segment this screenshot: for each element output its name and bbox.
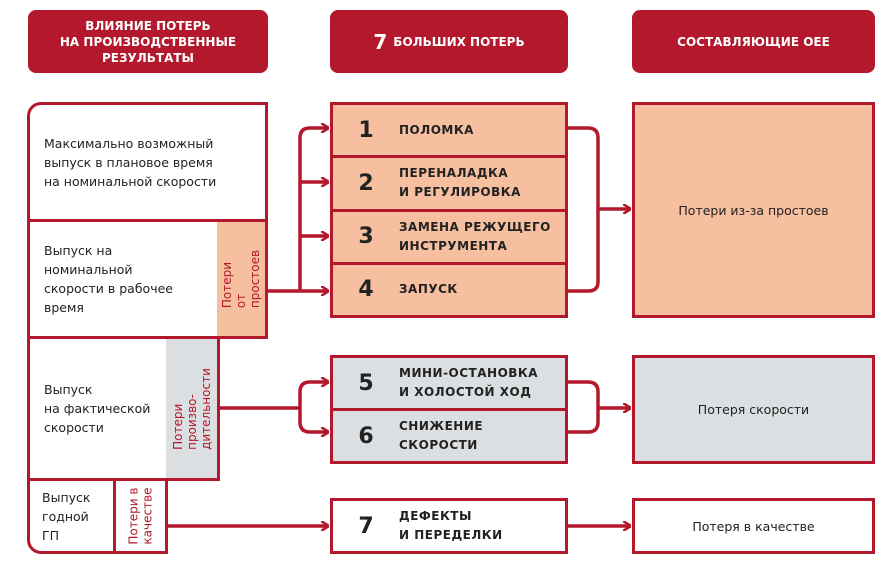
output-good-product-label: Выпуск годной ГП (42, 489, 91, 543)
oee-quality-loss: Потеря в качестве (632, 498, 875, 554)
loss-performance-label: Потери произво- дительности (166, 339, 217, 478)
oee-speed-loss: Потеря скорости (632, 355, 875, 464)
header-oee-components: СОСТАВЛЯЮЩИЕ OEE (632, 10, 875, 73)
output-actual-speed-label: Выпуск на фактической скорости (44, 382, 151, 435)
oee-downtime-loss: Потери из-за простоев (632, 102, 875, 318)
loss-quality-label: Потери в качестве (113, 481, 165, 551)
header-big-losses-label: БОЛЬШИХ ПОТЕРЬ (393, 34, 525, 49)
loss-downtime-label: Потери от простоев (217, 222, 265, 336)
output-nominal-speed-label: Выпуск на номинальной скорости в рабочее… (44, 243, 173, 315)
header-big-losses: 7 БОЛЬШИХ ПОТЕРЬ (330, 10, 568, 73)
output-good-product: Выпуск годной ГП (27, 478, 168, 554)
header-big-losses-number: 7 (373, 29, 388, 54)
header-loss-impact: ВЛИЯНИЕ ПОТЕРЬ НА ПРОИЗВОДСТВЕННЫЕ РЕЗУЛ… (28, 10, 268, 73)
output-max-possible: Максимально возможный выпуск в плановое … (27, 102, 268, 222)
